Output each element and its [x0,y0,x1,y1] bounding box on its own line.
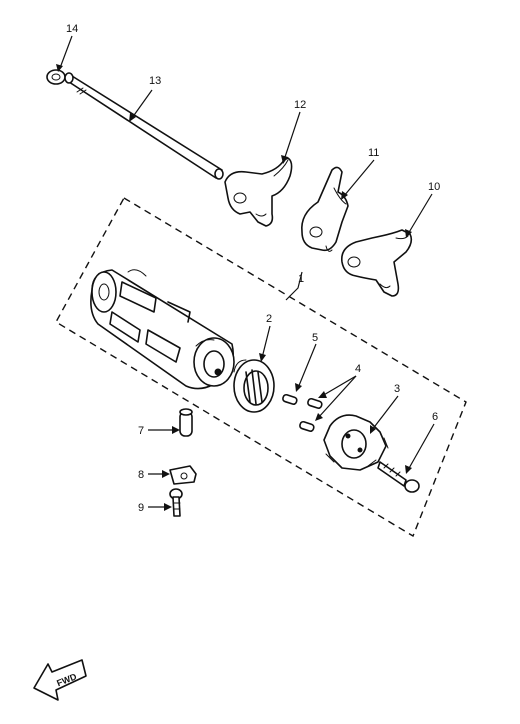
part-shift-fork-12 [224,157,293,227]
callout-4: 4 [355,363,361,375]
part-screw-9 [169,488,183,517]
callout-11: 11 [368,147,379,159]
part-guide-bar [64,72,224,180]
forward-arrow-icon: FWD [33,659,87,701]
part-dowel-pin [179,408,193,437]
callout-7: 7 [138,425,144,437]
leader-lines [56,35,435,511]
callout-5: 5 [312,332,318,344]
callout-9: 9 [138,502,144,514]
part-shift-drum [90,269,235,390]
part-shift-fork-10 [340,229,413,297]
callout-3: 3 [394,383,400,395]
part-bearing [233,359,275,413]
callout-12: 12 [294,99,306,111]
part-plate [169,465,197,485]
callout-1: 1 [298,273,304,285]
part-screw-6 [377,461,420,493]
assembly-boundary [55,197,467,538]
callout-6: 6 [432,411,438,423]
part-pins [282,393,323,432]
part-shift-fork-11 [301,166,349,252]
callout-13: 13 [149,75,161,87]
part-circlip [46,69,66,85]
callout-10: 10 [428,181,440,193]
callout-2: 2 [266,313,272,325]
callout-14: 14 [66,23,78,35]
part-segment [323,414,389,471]
callout-8: 8 [138,469,144,481]
